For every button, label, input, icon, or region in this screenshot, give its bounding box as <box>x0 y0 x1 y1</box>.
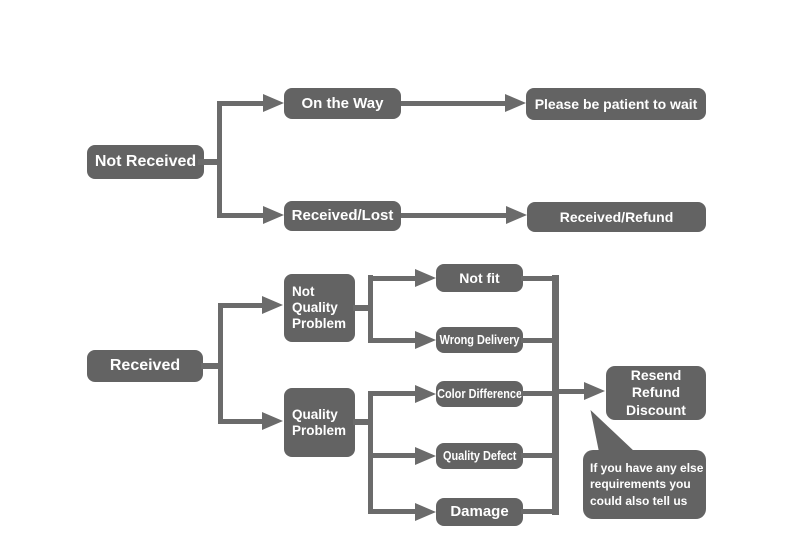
connector-line <box>370 509 415 514</box>
node-color-difference: Color Difference <box>436 381 523 407</box>
arrowhead-icon <box>262 412 283 430</box>
arrowhead-icon <box>415 385 436 403</box>
node-not-fit: Not fit <box>436 264 523 292</box>
arrowhead-icon <box>505 94 526 112</box>
node-resend-refund-discount: Resend Refund Discount <box>606 366 706 420</box>
arrowhead-icon <box>263 94 284 112</box>
connector-line <box>353 305 372 311</box>
connector-line <box>370 391 415 396</box>
arrowhead-icon <box>263 206 284 224</box>
node-on-the-way: On the Way <box>284 88 401 119</box>
connector-line <box>370 453 415 458</box>
connector-line <box>218 101 263 106</box>
arrowhead-icon <box>415 503 436 521</box>
node-label: Color Difference <box>437 385 522 401</box>
node-not-received: Not Received <box>87 145 204 179</box>
connector-line <box>353 419 372 425</box>
node-quality-defect: Quality Defect <box>436 443 523 469</box>
connector-line <box>521 338 556 343</box>
node-received-lost: Received/Lost <box>284 201 401 231</box>
collector-line <box>552 275 559 515</box>
branch-line <box>217 101 222 218</box>
branch-line <box>218 303 223 424</box>
branch-line <box>368 391 373 514</box>
connector-line <box>220 303 262 308</box>
node-please-be-patient: Please be patient to wait <box>526 88 706 120</box>
node-received-refund: Received/Refund <box>527 202 706 232</box>
node-quality-problem: Quality Problem <box>284 388 355 457</box>
arrowhead-icon <box>415 447 436 465</box>
connector-line <box>401 101 506 106</box>
arrowhead-icon <box>584 382 605 400</box>
speech-bubble-note: If you have any else requirements you co… <box>583 450 706 519</box>
node-wrong-delivery: Wrong Delivery <box>436 327 523 353</box>
node-received: Received <box>87 350 203 382</box>
arrowhead-icon <box>415 331 436 349</box>
connector-line <box>370 276 415 281</box>
connector-line <box>521 509 556 514</box>
connector-line <box>521 453 556 458</box>
connector-line <box>557 389 588 394</box>
connector-line <box>220 419 262 424</box>
arrowhead-icon <box>506 206 527 224</box>
connector-line <box>198 159 222 165</box>
connector-line <box>401 213 507 218</box>
node-not-quality-problem: Not Quality Problem <box>284 274 355 342</box>
arrowhead-icon <box>415 269 436 287</box>
connector-line <box>521 391 556 396</box>
connector-line <box>218 213 263 218</box>
arrowhead-icon <box>262 296 283 314</box>
connector-line <box>201 363 222 369</box>
branch-line <box>368 275 373 343</box>
node-damage: Damage <box>436 498 523 526</box>
node-label: Wrong Delivery <box>439 331 520 347</box>
connector-line <box>521 276 556 281</box>
node-label: Quality Defect <box>442 447 517 463</box>
connector-line <box>370 338 415 343</box>
